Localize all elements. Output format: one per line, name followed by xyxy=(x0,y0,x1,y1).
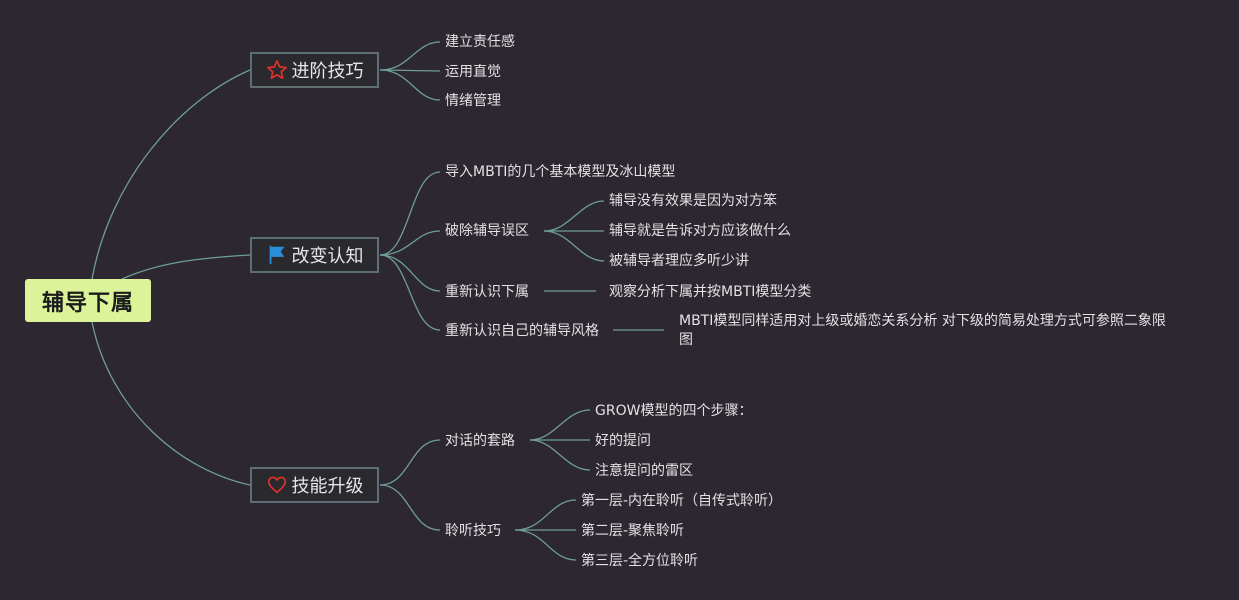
branch-label: 进阶技巧 xyxy=(291,61,364,82)
subtopic-node[interactable]: 聆听技巧 xyxy=(445,523,501,539)
branch-label: 技能升级 xyxy=(291,476,364,497)
leaf-node[interactable]: 好的提问 xyxy=(595,433,651,449)
leaf-node[interactable]: GROW模型的四个步骤： xyxy=(595,403,753,419)
leaf-node[interactable]: 第一层-内在聆听（自传式聆听） xyxy=(581,493,783,509)
branch-skill-upgrade[interactable]: 技能升级 xyxy=(250,467,379,503)
branch-change-cognition[interactable]: 改变认知 xyxy=(250,237,379,273)
root-node[interactable]: 辅导下属 xyxy=(25,279,151,322)
leaf-node[interactable]: 被辅导者理应多听少讲 xyxy=(609,253,749,269)
branch-advanced-skills[interactable]: 进阶技巧 xyxy=(250,52,379,88)
subtopic-node[interactable]: 重新认识自己的辅导风格 xyxy=(445,323,599,339)
subtopic-node[interactable]: 破除辅导误区 xyxy=(445,223,529,239)
subtopic-node[interactable]: 对话的套路 xyxy=(445,433,515,449)
star-icon xyxy=(266,59,288,81)
leaf-node[interactable]: MBTI模型同样适用对上级或婚恋关系分析 对下级的简易处理方式可参照二象限图 xyxy=(679,313,1166,348)
leaf-node[interactable]: 导入MBTI的几个基本模型及冰山模型 xyxy=(445,164,676,180)
leaf-node[interactable]: 观察分析下属并按MBTI模型分类 xyxy=(609,284,812,300)
leaf-node[interactable]: 第三层-全方位聆听 xyxy=(581,553,699,569)
leaf-node[interactable]: 情绪管理 xyxy=(445,93,501,109)
leaf-node[interactable]: 建立责任感 xyxy=(445,34,515,50)
subtopic-node[interactable]: 重新认识下属 xyxy=(445,284,529,300)
flag-icon xyxy=(266,244,288,266)
root-label: 辅导下属 xyxy=(41,290,134,316)
leaf-node[interactable]: 辅导就是告诉对方应该做什么 xyxy=(609,223,791,239)
leaf-node[interactable]: 辅导没有效果是因为对方笨 xyxy=(609,193,777,209)
leaf-node[interactable]: 运用直觉 xyxy=(445,64,501,80)
branch-label: 改变认知 xyxy=(291,246,364,267)
leaf-node[interactable]: 注意提问的雷区 xyxy=(595,463,693,479)
heart-icon xyxy=(266,474,288,496)
leaf-node[interactable]: 第二层-聚焦聆听 xyxy=(581,523,685,539)
